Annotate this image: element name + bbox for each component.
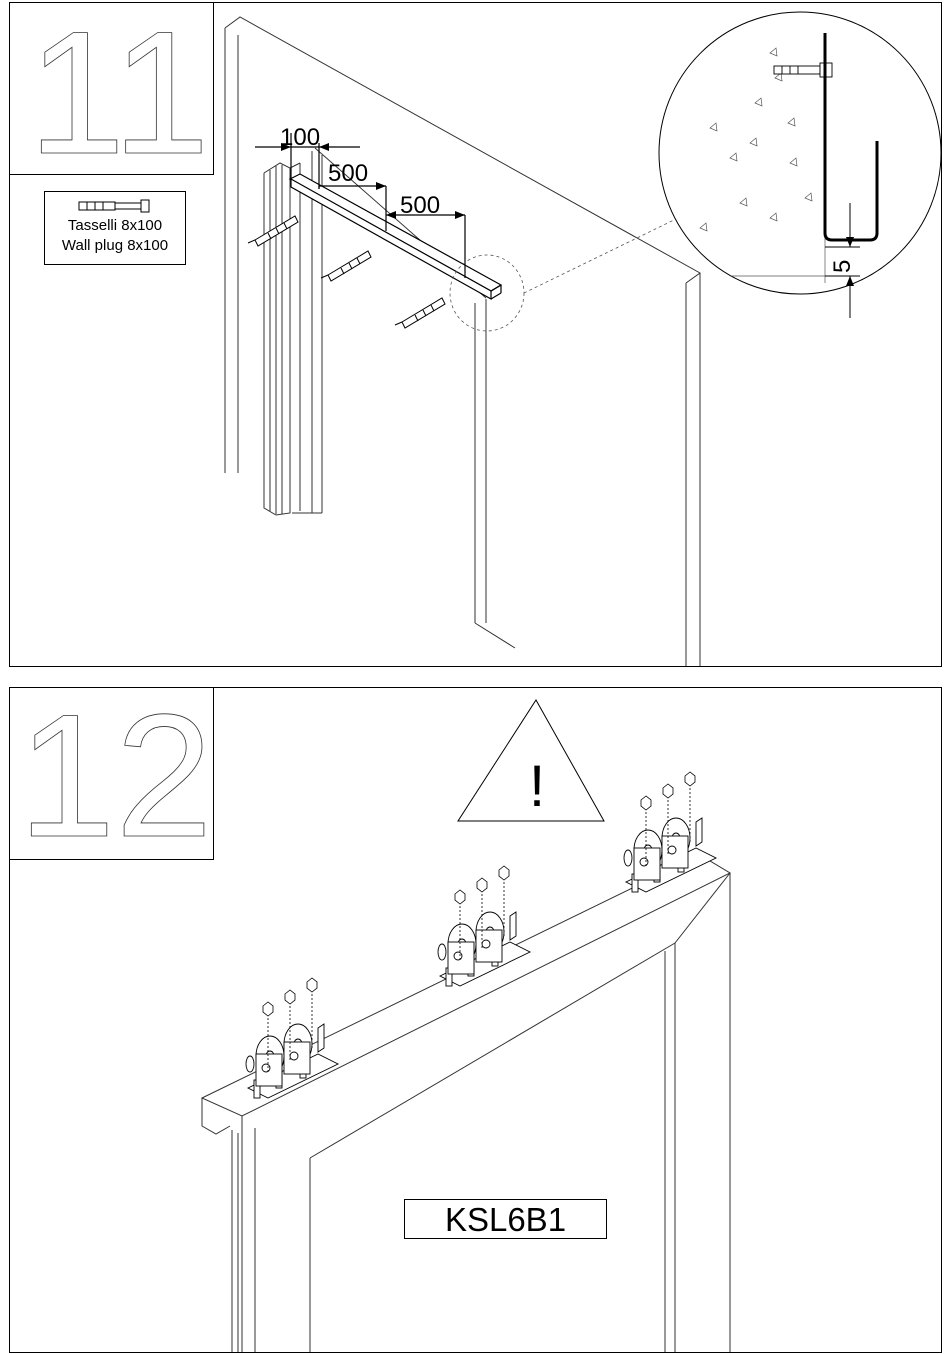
wall-outline: [225, 17, 700, 667]
step-number-11: 11: [28, 3, 210, 176]
step-number-12: 12: [18, 688, 213, 861]
warning-symbol: !: [529, 754, 545, 819]
wall-plug-icon: [77, 198, 153, 214]
dimension-100: 100: [280, 124, 320, 151]
wall-plug-3: [395, 298, 445, 328]
model-label: KSL6B1: [404, 1199, 607, 1239]
step-number-11-graphic: 11: [10, 3, 215, 176]
dimension-500-second: 500: [400, 192, 440, 219]
step-number-box-12: 12: [9, 687, 214, 860]
step-number-box-11: 11: [9, 2, 214, 175]
warning-triangle-icon: !: [458, 700, 604, 821]
step-12-panel: !: [9, 687, 942, 1353]
detail-zoom: 5: [659, 12, 941, 318]
wall-plug-2: [321, 251, 371, 281]
step-11-panel: 100 500 500: [9, 2, 942, 667]
dimension-5: 5: [829, 260, 856, 273]
detail-leader: [524, 218, 678, 293]
legend-label-italian: Tasselli 8x100: [45, 216, 185, 236]
legend-label-english: Wall plug 8x100: [45, 236, 185, 256]
dimension-500-first: 500: [328, 160, 368, 187]
fastener-legend: Tasselli 8x100 Wall plug 8x100: [44, 191, 186, 265]
step-number-12-graphic: 12: [10, 688, 215, 861]
roller-carriage-left: [246, 978, 338, 1098]
